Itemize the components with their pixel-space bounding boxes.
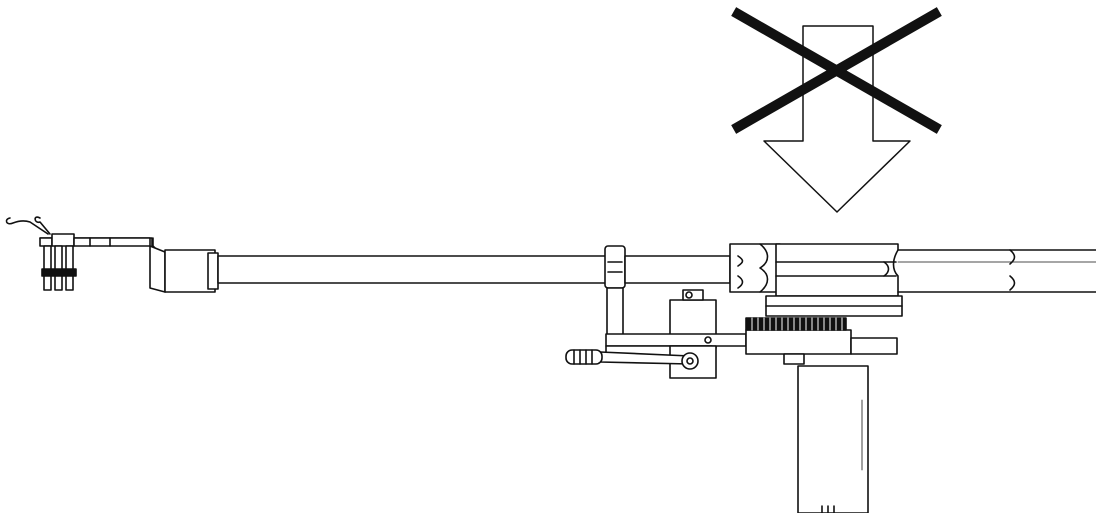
lift-lever — [599, 345, 717, 379]
stylus-lift-hook — [34, 216, 51, 235]
lift-lever-knob — [565, 349, 603, 365]
arm-front-collar — [164, 249, 219, 293]
height-adjust-knurled-ring — [745, 317, 847, 331]
pivot-housing — [729, 243, 903, 317]
rear-arm-tube — [897, 249, 1096, 293]
arm-tube-mid — [624, 255, 731, 284]
cartridge-pins — [41, 245, 77, 291]
headshell — [5, 216, 166, 293]
prohibited-x-icon — [731, 7, 942, 134]
arm-clamp — [604, 245, 626, 345]
arm-tube — [217, 255, 609, 284]
downward-arrow-icon — [763, 25, 911, 213]
mounting-shaft — [783, 353, 869, 513]
